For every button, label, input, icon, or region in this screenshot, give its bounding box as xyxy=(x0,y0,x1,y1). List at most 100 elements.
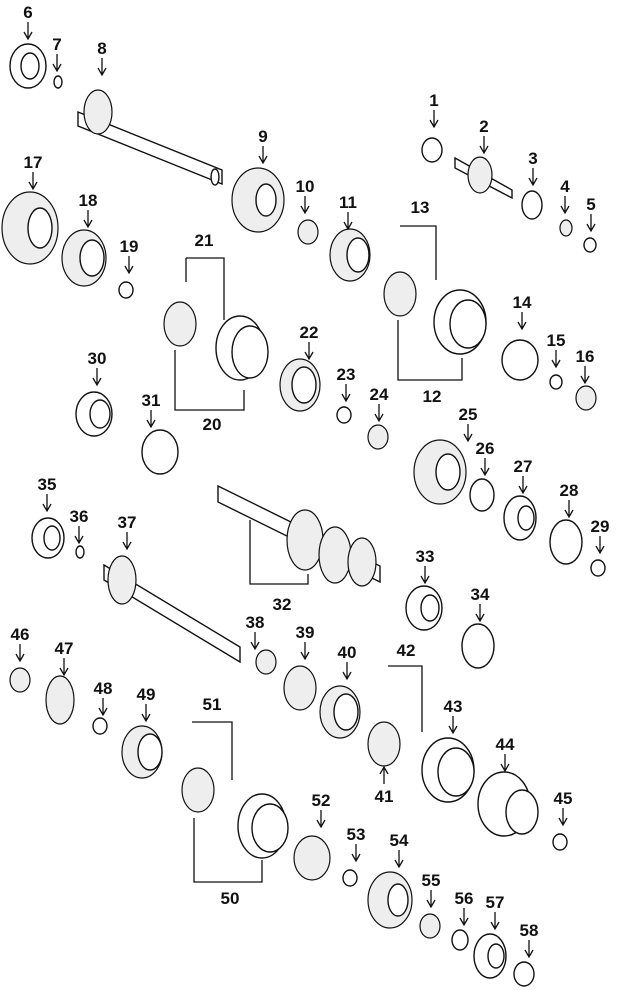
callout-13: 13 xyxy=(411,198,430,217)
gear-54 xyxy=(367,871,413,929)
callout-40: 40 xyxy=(338,643,357,681)
gear-11 xyxy=(329,228,371,282)
callout-number: 34 xyxy=(471,585,490,604)
callout-43: 43 xyxy=(444,697,462,735)
callout-50: 50 xyxy=(221,889,240,908)
callout-number: 8 xyxy=(97,39,106,58)
group-brackets xyxy=(174,225,463,883)
ring-58 xyxy=(513,961,535,987)
callout-39: 39 xyxy=(296,623,315,661)
ring-31 xyxy=(141,429,179,475)
callout-45: 45 xyxy=(554,789,572,827)
hub-12 xyxy=(433,289,487,355)
bearing-35 xyxy=(31,517,65,559)
gear-9 xyxy=(231,167,285,233)
callout-number: 32 xyxy=(273,595,292,614)
callout-number: 39 xyxy=(296,623,315,642)
ring-39 xyxy=(283,665,317,711)
ring-52 xyxy=(293,835,331,881)
leader-line xyxy=(564,500,574,519)
callout-37: 37 xyxy=(118,513,136,551)
callout-number: 29 xyxy=(591,517,610,536)
callout-number: 24 xyxy=(370,385,389,404)
leader-line xyxy=(463,424,473,443)
leader-line xyxy=(342,662,352,681)
callout-2: 2 xyxy=(479,117,489,155)
callout-10: 10 xyxy=(296,177,314,215)
callout-23: 23 xyxy=(337,365,355,403)
callout-55: 55 xyxy=(422,871,440,909)
leader-line xyxy=(250,632,260,651)
bearing-57 xyxy=(473,933,507,979)
callout-19: 19 xyxy=(120,237,138,275)
leader-line xyxy=(429,110,439,129)
leader-line xyxy=(23,22,33,41)
callout-7: 7 xyxy=(52,35,62,73)
callout-47: 47 xyxy=(55,639,73,677)
callout-number: 35 xyxy=(38,475,57,494)
ring-22 xyxy=(279,358,321,412)
callout-number: 48 xyxy=(94,679,113,698)
sleeve-44 xyxy=(477,771,539,837)
callout-41: 41 xyxy=(375,765,394,806)
needle-24 xyxy=(367,424,389,450)
gear-21 xyxy=(163,301,197,347)
parts-layer xyxy=(1,43,606,987)
callout-number: 33 xyxy=(416,547,435,566)
output-shaft xyxy=(103,555,241,664)
leader-line xyxy=(586,214,596,233)
callout-number: 17 xyxy=(24,153,43,172)
callout-6: 6 xyxy=(23,3,33,41)
callout-number: 57 xyxy=(486,893,505,912)
callout-53: 53 xyxy=(347,825,365,863)
callout-9: 9 xyxy=(258,127,268,165)
input-shaft xyxy=(77,89,223,186)
callout-number: 4 xyxy=(560,177,570,196)
callout-number: 21 xyxy=(195,231,214,250)
needle-46 xyxy=(9,667,31,693)
callout-3: 3 xyxy=(528,149,538,187)
callout-number: 42 xyxy=(397,641,416,660)
leader-line xyxy=(480,458,490,477)
callout-42: 42 xyxy=(397,641,416,660)
callout-number: 50 xyxy=(221,889,240,908)
callout-4: 4 xyxy=(560,177,570,215)
callout-number: 40 xyxy=(338,643,357,662)
callout-number: 9 xyxy=(258,127,267,146)
leader-line xyxy=(28,172,38,191)
callout-number: 41 xyxy=(375,787,394,806)
leader-line xyxy=(141,704,151,723)
ring-3 xyxy=(521,190,543,220)
callout-36: 36 xyxy=(70,507,88,545)
callout-56: 56 xyxy=(455,889,473,927)
clip-5 xyxy=(583,237,597,253)
leader-line xyxy=(500,754,510,773)
leader-line xyxy=(459,908,469,927)
callout-30: 30 xyxy=(88,349,106,387)
leader-line xyxy=(300,196,310,215)
leader-line xyxy=(59,658,69,677)
leader-line xyxy=(42,494,52,513)
leader-line xyxy=(426,890,436,909)
clip-19 xyxy=(118,281,134,299)
ring-28 xyxy=(549,519,583,565)
leader-line xyxy=(300,642,310,661)
hub-43 xyxy=(421,737,475,803)
callout-number: 31 xyxy=(142,391,161,410)
leader-line xyxy=(341,384,351,403)
callout-number: 5 xyxy=(586,195,595,214)
clip-45 xyxy=(552,833,568,851)
leader-line xyxy=(52,54,62,73)
gear-41 xyxy=(367,721,401,767)
callout-14: 14 xyxy=(513,293,532,331)
callout-21: 21 xyxy=(195,231,214,250)
callout-number: 51 xyxy=(203,695,222,714)
leader-line xyxy=(98,698,108,717)
leader-line xyxy=(560,196,570,215)
counter-shaft xyxy=(217,484,381,587)
clip-36 xyxy=(75,545,85,559)
callout-number: 12 xyxy=(423,387,442,406)
callout-number: 3 xyxy=(528,149,537,168)
callout-31: 31 xyxy=(142,391,161,429)
